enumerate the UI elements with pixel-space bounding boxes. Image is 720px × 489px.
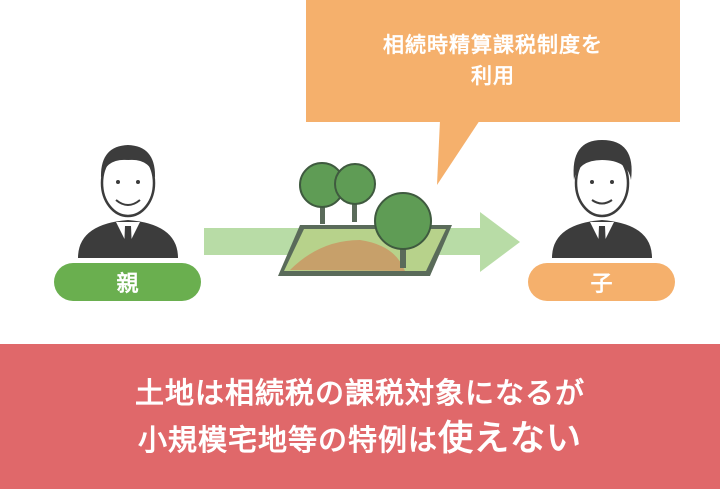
child-person-icon (552, 140, 652, 258)
parent-person-icon (78, 145, 178, 258)
banner-line-2-emphasis: 使えない (438, 419, 583, 459)
callout-line-1: 相続時精算課税制度を (383, 33, 603, 57)
callout-line-2: 利用 (471, 64, 515, 88)
banner-line-2-main: 小規模宅地等の特例は (137, 423, 438, 457)
child-label: 子 (528, 263, 675, 301)
parent-label: 親 (54, 263, 201, 301)
speech-bubble: 相続時精算課税制度を 利用 (306, 0, 680, 122)
speech-bubble-tail (437, 120, 480, 185)
banner-line-2: 小規模宅地等の特例は使えない (138, 416, 582, 463)
banner-line-1: 土地は相続税の課税対象になるが (134, 376, 585, 410)
land-with-trees-icon (278, 162, 452, 276)
conclusion-banner: 土地は相続税の課税対象になるが 小規模宅地等の特例は使えない (0, 344, 720, 489)
